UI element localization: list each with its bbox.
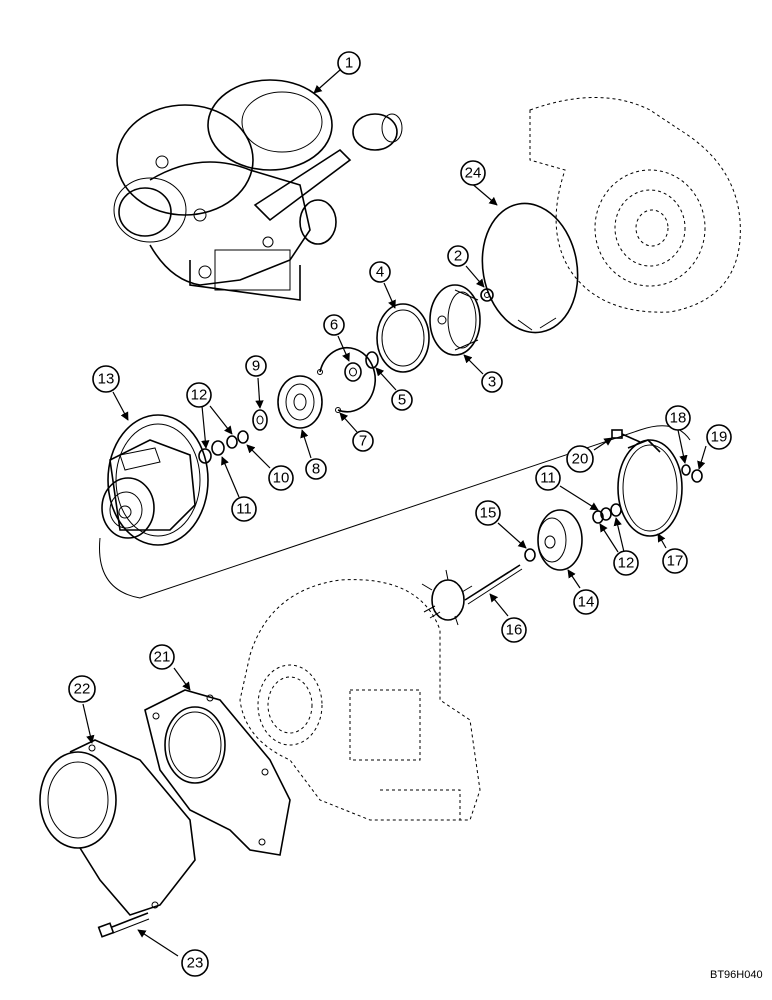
svg-text:10: 10 — [273, 470, 290, 487]
callout-9: 9 — [245, 355, 267, 377]
compressor-wheel-3 — [429, 284, 481, 356]
callout-11-left: 11 — [231, 496, 257, 522]
svg-text:6: 6 — [330, 317, 338, 334]
svg-text:7: 7 — [359, 433, 367, 450]
svg-text:4: 4 — [376, 264, 384, 281]
svg-text:8: 8 — [312, 461, 320, 478]
svg-text:11: 11 — [540, 470, 556, 487]
callout-17: 17 — [662, 548, 688, 574]
callout-11-right: 11 — [535, 465, 561, 491]
turbine-housing-outline — [239, 579, 481, 821]
svg-text:2: 2 — [454, 248, 462, 265]
callout-10: 10 — [268, 465, 294, 491]
capscrew-23 — [97, 912, 150, 938]
svg-text:16: 16 — [506, 622, 523, 639]
bearing-set-left — [198, 430, 249, 464]
svg-text:20: 20 — [572, 451, 589, 468]
heat-shield-14 — [537, 509, 583, 571]
thrust-collar-9 — [252, 409, 268, 431]
callout-21: 21 — [149, 644, 175, 670]
callout-20: 20 — [566, 445, 594, 473]
nut-19 — [691, 469, 703, 483]
turbocharger-assembly — [113, 79, 403, 301]
svg-text:12: 12 — [618, 555, 635, 572]
svg-text:22: 22 — [74, 681, 91, 698]
callout-6: 6 — [323, 314, 345, 336]
callout-19: 19 — [706, 424, 732, 450]
callout-3: 3 — [481, 371, 503, 393]
svg-text:17: 17 — [667, 553, 684, 570]
figure-code: BT96H040 — [710, 969, 763, 981]
svg-text:1: 1 — [345, 55, 353, 72]
callout-12-right: 12 — [613, 550, 639, 576]
piston-ring-15 — [524, 548, 536, 562]
callout-23: 23 — [181, 949, 209, 977]
svg-text:3: 3 — [488, 374, 496, 391]
callout-1: 1 — [337, 51, 361, 75]
svg-text:5: 5 — [398, 392, 406, 409]
svg-text:23: 23 — [187, 955, 204, 972]
callout-4: 4 — [369, 261, 391, 283]
retaining-ring-7 — [317, 346, 376, 413]
callout-8: 8 — [305, 458, 327, 480]
svg-text:11: 11 — [236, 501, 252, 518]
callout-24: 24 — [460, 160, 486, 186]
callout-13: 13 — [92, 365, 120, 393]
washer-18 — [681, 464, 691, 476]
turbine-shaft-wheel-16 — [421, 564, 523, 626]
callout-16: 16 — [501, 617, 527, 643]
thrust-plate-8 — [277, 375, 323, 429]
washer-5 — [365, 351, 379, 369]
snap-ring-24 — [481, 202, 579, 334]
nut-2 — [480, 288, 494, 302]
bolt-20 — [611, 429, 641, 443]
svg-text:9: 9 — [252, 358, 260, 375]
svg-text:18: 18 — [670, 410, 687, 427]
gasket-21 — [144, 689, 291, 856]
svg-text:19: 19 — [711, 429, 728, 446]
callout-12-left: 12 — [186, 382, 212, 408]
outlet-elbow-22 — [39, 739, 196, 916]
callout-15: 15 — [475, 500, 501, 526]
svg-text:13: 13 — [98, 371, 115, 388]
svg-text:15: 15 — [480, 505, 497, 522]
callout-18: 18 — [665, 405, 691, 431]
svg-text:24: 24 — [465, 165, 482, 182]
center-housing-13 — [101, 414, 209, 546]
callout-5: 5 — [391, 389, 413, 411]
o-ring-4 — [376, 303, 430, 373]
v-band-clamp-17 — [617, 439, 683, 537]
svg-text:21: 21 — [154, 649, 171, 666]
leader-lines — [82, 69, 707, 957]
callout-7: 7 — [352, 430, 374, 452]
bushing-6 — [344, 362, 362, 382]
svg-text:14: 14 — [578, 594, 595, 611]
svg-text:12: 12 — [191, 387, 208, 404]
callout-22: 22 — [68, 675, 96, 703]
compressor-housing-outline — [529, 97, 741, 313]
bearing-set-right — [592, 503, 622, 524]
callout-14: 14 — [573, 589, 599, 615]
callout-2: 2 — [447, 245, 469, 267]
